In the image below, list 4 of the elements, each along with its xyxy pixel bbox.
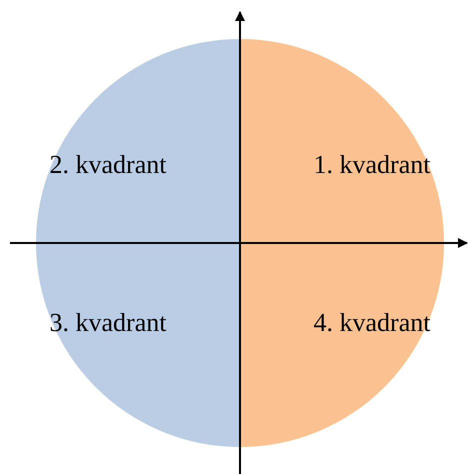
- quadrant-label: 4. kvadrant: [314, 308, 430, 338]
- quadrant-label: 2. kvadrant: [50, 150, 166, 180]
- quadrant-label: 1. kvadrant: [314, 150, 430, 180]
- quadrant-label: 3. kvadrant: [50, 308, 166, 338]
